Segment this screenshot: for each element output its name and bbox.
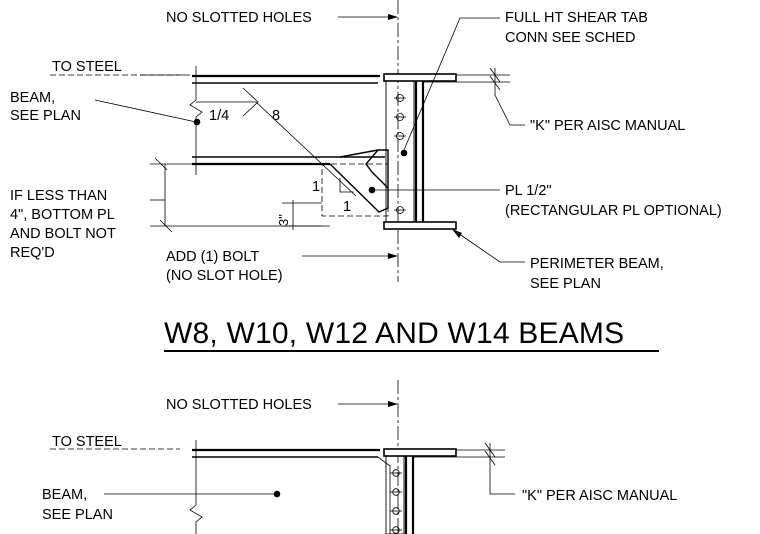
- shear-tab-label-2: CONN SEE SCHED: [505, 30, 636, 46]
- perimeter-arrow: [452, 229, 462, 238]
- if-less-label-1: IF LESS THAN: [10, 188, 107, 204]
- shear-tab-leader: [403, 17, 500, 151]
- beam-label-1: BEAM,: [10, 90, 55, 106]
- perimeter-bottom-flange: [383, 221, 457, 230]
- k-per-aisc-label-2: "K" PER AISC MANUAL: [522, 488, 677, 504]
- weld-length-label: 8: [272, 108, 280, 124]
- perimeter-label-1: PERIMETER BEAM,: [530, 256, 664, 272]
- weld-size-label: 1/4: [209, 108, 229, 124]
- bottom-detail: NO SLOTTED HOLES TO STEEL BEAM, SEE PLAN…: [42, 380, 677, 534]
- pl-dot: [368, 186, 376, 194]
- bottom-plate: [329, 149, 389, 213]
- beam2-label-2: SEE PLAN: [42, 507, 113, 523]
- no-slot-arrow-2: [388, 401, 398, 407]
- k-per-aisc-label: "K" PER AISC MANUAL: [530, 118, 685, 134]
- perimeter-leader: [454, 230, 525, 263]
- dim-3-label: 3": [276, 214, 291, 226]
- title-block: W8, W10, W12 AND W14 BEAMS: [164, 317, 659, 352]
- beam-label-2: SEE PLAN: [10, 108, 81, 124]
- add-bolt-label-2: (NO SLOT HOLE): [166, 268, 283, 284]
- shear-tab-bolts: [394, 94, 406, 214]
- shear-tab: [385, 80, 415, 223]
- beam2-dot: [273, 490, 281, 498]
- to-steel-label-2: TO STEEL: [52, 434, 122, 450]
- if-less-label-3: AND BOLT NOT: [10, 226, 116, 242]
- bottom-plate-edge: [365, 149, 389, 189]
- beam-break-line: [189, 66, 203, 175]
- add-bolt-label-1: ADD (1) BOLT: [166, 249, 259, 265]
- if-less-label-4: REQ'D: [10, 245, 55, 261]
- shear-tab-2: [385, 455, 405, 534]
- add-bolt-arrow: [388, 253, 398, 259]
- shear-tab-label-1: FULL HT SHEAR TAB: [505, 10, 648, 26]
- beam-dot: [193, 118, 201, 126]
- perimeter-label-2: SEE PLAN: [530, 276, 601, 292]
- perimeter-top-flange: [383, 73, 457, 82]
- slope-triangle: [339, 178, 354, 193]
- pl-label-2: (RECTANGULAR PL OPTIONAL): [505, 203, 722, 219]
- no-slot-arrow: [388, 14, 398, 20]
- to-steel-label: TO STEEL: [52, 59, 122, 75]
- beam2-label-1: BEAM,: [42, 487, 87, 503]
- slope-run-label: 1: [343, 199, 351, 215]
- shear-tab-dot: [400, 149, 408, 157]
- no-slotted-holes-label: NO SLOTTED HOLES: [166, 10, 312, 26]
- no-slotted-holes-label-2: NO SLOTTED HOLES: [166, 397, 312, 413]
- shear-tab-bolts-2: [390, 469, 402, 534]
- detail-title: W8, W10, W12 AND W14 BEAMS: [164, 317, 624, 350]
- top-detail: NO SLOTTED HOLES FULL HT SHEAR TAB CONN …: [10, 0, 722, 292]
- pl-label-1: PL 1/2": [505, 183, 552, 199]
- beam-leader: [94, 99, 197, 123]
- beam2-break-line: [189, 440, 203, 534]
- slope-rise-label: 1: [312, 179, 320, 195]
- weld-symbol: [196, 87, 357, 197]
- perimeter2-top-flange: [383, 448, 457, 457]
- if-less-label-2: 4", BOTTOM PL: [10, 207, 115, 223]
